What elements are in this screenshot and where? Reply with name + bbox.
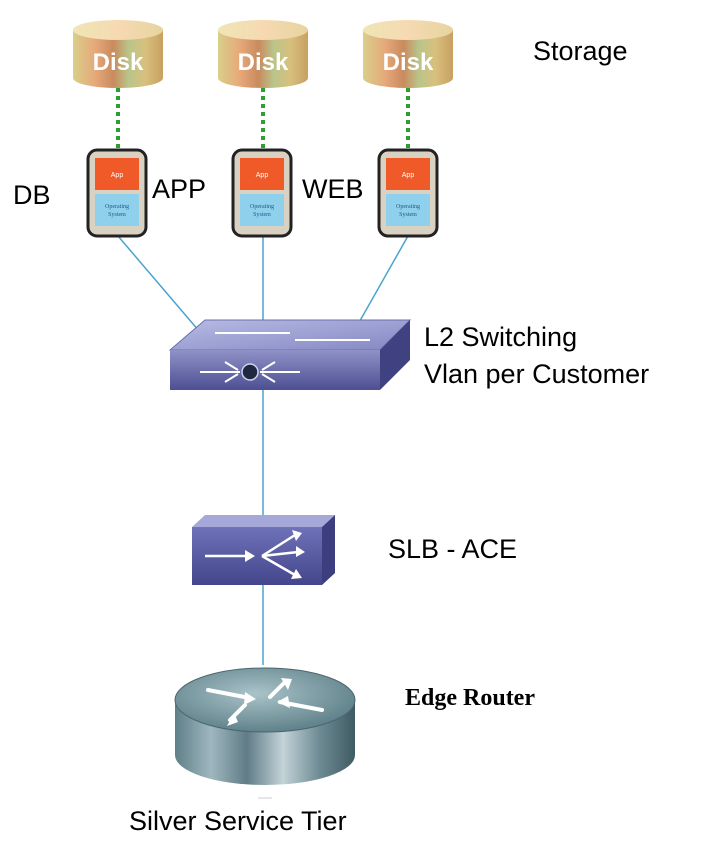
server-os-text: Operating [250, 204, 274, 210]
link-web-switch [356, 235, 409, 327]
server-os-text: System [108, 212, 126, 218]
server-app-text: App [256, 172, 269, 179]
network-links [117, 235, 409, 665]
switch-label-line2: Vlan per Customer [424, 359, 650, 389]
disk-label: Disk [383, 49, 434, 76]
server-db: App Operating System [86, 148, 148, 238]
l2-switch-icon [168, 319, 412, 390]
server-os-text: System [253, 212, 271, 218]
router-label: Edge Router [405, 685, 535, 711]
server-role-label-web: WEB [302, 174, 364, 204]
slb-ace-icon [192, 515, 335, 585]
edge-router-icon [174, 667, 356, 785]
ace-label: SLB - ACE [388, 534, 518, 564]
server-os-text: System [399, 212, 417, 218]
disk-3: Disk [363, 20, 453, 88]
server-app: App Operating System [231, 148, 293, 238]
link-db-switch [117, 235, 206, 339]
server-app-text: App [402, 172, 415, 179]
disk-label: Disk [238, 49, 289, 76]
disk-1: Disk [73, 20, 163, 88]
storage-label: Storage [533, 36, 628, 66]
disk-label: Disk [93, 49, 144, 76]
server-os-text: Operating [105, 204, 129, 210]
switch-label-line1: L2 Switching [424, 322, 578, 352]
server-os-text: Operating [396, 204, 420, 210]
storage-links [116, 88, 410, 148]
server-app-text: App [111, 172, 124, 179]
server-role-label-db: DB [13, 180, 51, 210]
server-role-label-app: APP [152, 174, 207, 204]
disk-2: Disk [218, 20, 308, 88]
server-web: App Operating System [377, 148, 439, 238]
diagram-caption: Silver Service Tier [129, 806, 347, 836]
